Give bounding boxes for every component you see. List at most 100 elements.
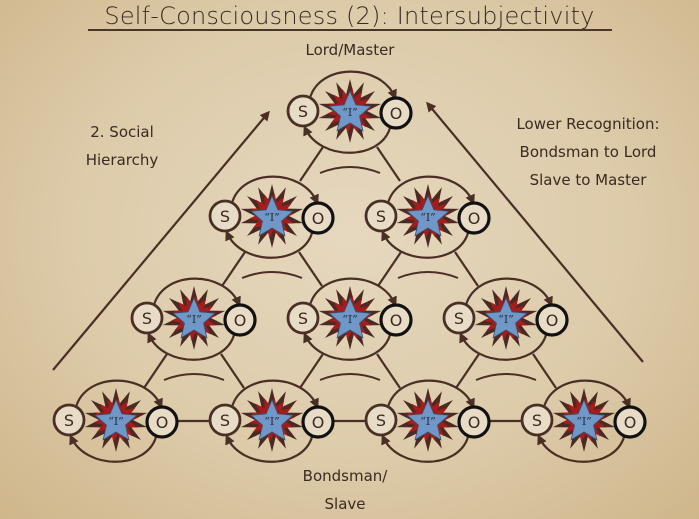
hierarchy-link	[376, 146, 401, 182]
object-circle	[223, 303, 257, 337]
object-letter: O	[468, 209, 481, 228]
self-label: “I”	[576, 415, 592, 428]
self-star	[250, 194, 294, 237]
recognition-arrow-upper	[308, 70, 397, 100]
subject-letter: S	[298, 309, 308, 328]
title-underline	[88, 29, 612, 31]
self-star	[328, 296, 372, 339]
object-letter: O	[312, 413, 325, 432]
subject-circle	[286, 94, 320, 128]
self-label: “I”	[342, 106, 358, 119]
right-label-line-2: Bondsman to Lord	[519, 143, 657, 161]
recognition-arrow-lower	[537, 434, 626, 463]
self-label: “I”	[264, 211, 280, 224]
subject-letter: S	[454, 309, 464, 328]
recognition-unit: S “I” O	[364, 175, 491, 259]
left-label-line-1: 2. Social	[90, 123, 154, 141]
subject-circle	[208, 403, 242, 437]
bottom-label-line-2: Slave	[324, 495, 366, 513]
subject-circle	[208, 199, 242, 233]
recognition-arrow-lower	[225, 434, 314, 463]
self-star	[562, 398, 606, 441]
recognition-arrow-upper	[230, 175, 319, 205]
link-arc	[397, 271, 459, 279]
link-arc	[163, 373, 225, 381]
self-label: “I”	[108, 415, 124, 428]
hierarchy-link	[455, 353, 480, 389]
recognition-unit: S “I” O	[520, 379, 647, 463]
self-label: “I”	[264, 415, 280, 428]
subject-letter: S	[376, 207, 386, 226]
right-ascending-arrow	[426, 101, 644, 363]
object-circle	[145, 405, 179, 439]
object-circle	[379, 303, 413, 337]
recognition-arrow-upper	[386, 175, 475, 205]
self-label: “I”	[420, 415, 436, 428]
recognition-arrow-upper	[152, 277, 241, 307]
hierarchy-link	[143, 353, 168, 389]
subject-circle	[442, 301, 476, 335]
recognition-arrow-lower	[381, 434, 470, 463]
recognition-unit: S “I” O	[130, 277, 257, 361]
recognition-arrow-upper	[464, 277, 553, 307]
recognition-arrow-upper	[74, 379, 163, 409]
link-arc	[475, 373, 537, 381]
object-circle	[301, 405, 335, 439]
subject-letter: S	[532, 411, 542, 430]
subject-letter: S	[64, 411, 74, 430]
hierarchy-link	[377, 251, 402, 287]
recognition-unit: S “I” O	[208, 379, 335, 463]
subject-circle	[286, 301, 320, 335]
object-letter: O	[468, 413, 481, 432]
recognition-arrow-lower	[303, 125, 392, 154]
left-label-line-2: Hierarchy	[85, 151, 159, 169]
object-letter: O	[546, 311, 559, 330]
right-label-line-3: Slave to Master	[529, 171, 647, 189]
object-letter: O	[234, 311, 247, 330]
self-label: “I”	[186, 313, 202, 326]
self-label: “I”	[420, 211, 436, 224]
hierarchy-link	[298, 251, 323, 287]
bottom-label-bondsman-slave: Bondsman/ Slave	[280, 462, 410, 518]
self-star	[406, 194, 450, 237]
subject-letter: S	[298, 102, 308, 121]
recognition-arrow-lower	[303, 332, 392, 361]
subject-letter: S	[376, 411, 386, 430]
object-circle	[613, 405, 647, 439]
self-star	[484, 296, 528, 339]
recognition-arrow-lower	[147, 332, 236, 361]
subject-circle	[52, 403, 86, 437]
top-label-lord-master: Lord/Master	[305, 41, 395, 59]
subject-circle	[130, 301, 164, 335]
slide-title: Self-Consciousness (2): Intersubjectivit…	[104, 2, 595, 30]
link-arc	[241, 271, 303, 279]
hierarchy-link	[454, 251, 479, 287]
subject-letter: S	[220, 411, 230, 430]
hierarchy-link	[376, 353, 401, 389]
hierarchy-link	[299, 146, 324, 182]
object-letter: O	[624, 413, 637, 432]
self-star	[328, 89, 372, 132]
connection-lines	[143, 146, 557, 423]
hierarchy-link	[220, 353, 245, 389]
subject-letter: S	[142, 309, 152, 328]
recognition-arrow-lower	[225, 230, 314, 259]
self-star	[250, 398, 294, 441]
recognition-arrow-lower	[459, 332, 548, 361]
object-circle	[379, 96, 413, 130]
self-label: “I”	[498, 313, 514, 326]
object-circle	[457, 405, 491, 439]
object-letter: O	[312, 209, 325, 228]
recognition-unit: S “I” O	[364, 379, 491, 463]
self-label: “I”	[342, 313, 358, 326]
recognition-arrow-upper	[386, 379, 475, 409]
hierarchy-link	[299, 353, 324, 389]
right-label-lower-recognition: Lower Recognition: Bondsman to Lord Slav…	[488, 110, 688, 194]
recognition-unit: S“I”O	[52, 379, 179, 463]
hierarchy-link	[532, 353, 557, 389]
left-ascending-arrow	[52, 110, 270, 371]
object-circle	[535, 303, 569, 337]
